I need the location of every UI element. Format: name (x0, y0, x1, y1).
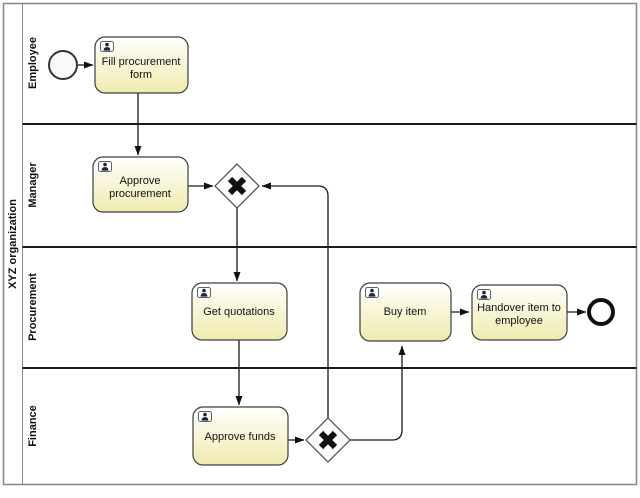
pool-border (2, 2, 638, 486)
task-label: Approve funds (205, 431, 276, 443)
gateway-procurement-decision (214, 163, 260, 209)
lane-label-employee: Employee (27, 37, 39, 89)
task-approve-procurement: Approve procurement (92, 156, 189, 213)
user-task-icon (98, 161, 112, 172)
lane-label-manager: Manager (27, 162, 39, 208)
xor-x-icon (227, 176, 247, 196)
start-event (48, 50, 78, 80)
task-label: Handover item to (477, 302, 561, 314)
task-label: Fill procurement (102, 56, 181, 68)
task-get-quotations: Get quotations (191, 282, 288, 341)
gateway-funds-decision (305, 417, 351, 463)
flow-gateway2-to-buy-item (350, 345, 406, 441)
task-label: procurement (109, 188, 171, 200)
end-event (587, 298, 615, 326)
user-task-icon (365, 287, 379, 298)
lane-label-procurement: Procurement (27, 273, 39, 341)
task-label: employee (495, 315, 543, 327)
task-label: form (130, 69, 152, 81)
xor-x-icon (318, 430, 338, 450)
pool-label: XYZ organization (7, 199, 19, 289)
task-label: Get quotations (203, 306, 275, 318)
flow-gateway2-loop-to-gateway1 (261, 182, 329, 418)
user-task-icon (477, 289, 491, 300)
task-approve-funds: Approve funds (192, 406, 289, 466)
task-buy-item: Buy item (359, 282, 452, 342)
task-label: Buy item (384, 306, 427, 318)
lane-label-finance: Finance (27, 405, 39, 447)
task-label: Approve (120, 175, 161, 187)
user-task-icon (100, 41, 114, 52)
user-task-icon (198, 411, 212, 422)
user-task-icon (197, 287, 211, 298)
task-fill-procurement-form: Fill procurement form (94, 36, 189, 94)
task-handover-item-to-employee: Handover item to employee (471, 284, 568, 341)
